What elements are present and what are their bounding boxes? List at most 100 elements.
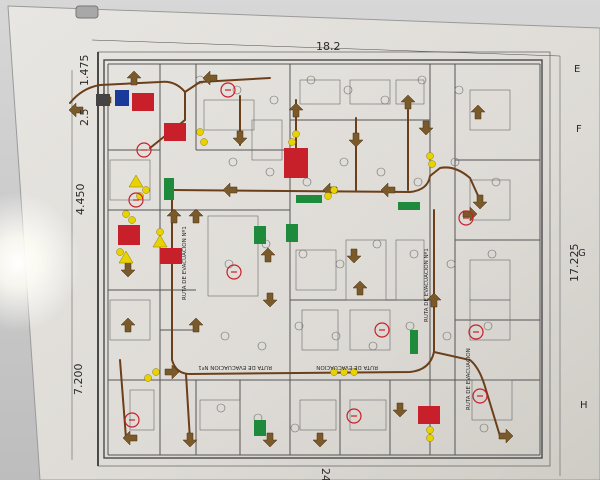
warning-marker-icon: [152, 368, 160, 376]
exit-signs: [164, 178, 420, 436]
safety-symbol-icon: [346, 408, 362, 424]
grid-letter-e: E: [574, 64, 580, 75]
warning-marker-icon: [340, 368, 348, 376]
evacuation-arrow-icon: [68, 102, 84, 118]
grid-letter-h: H: [580, 400, 588, 411]
evacuation-arrow-icon: [312, 432, 328, 448]
dimension-labels: 18.2 1.475 2.5 4.450 7.200 17.225 240: [72, 40, 581, 480]
extinguisher-icon: [160, 248, 182, 264]
chair-outline: [450, 157, 460, 167]
dim-top: 18.2: [316, 40, 341, 53]
chair-outline: [339, 157, 349, 167]
grid-letter-f: F: [576, 124, 582, 135]
dim-right: 17.225: [568, 244, 581, 283]
evacuation-arrow-icon: [346, 248, 362, 264]
safety-symbol-icon: [472, 388, 488, 404]
chair-outline: [483, 321, 493, 331]
exit-sign-icon: [410, 330, 418, 354]
warning-marker-icon: [330, 368, 338, 376]
warning-marker-icon: [136, 192, 144, 200]
warning-marker-icon: [426, 434, 434, 442]
extinguisher-icon: [284, 148, 308, 178]
plan-frame: [71, 39, 561, 476]
evacuation-arrow-icon: [232, 130, 248, 146]
desk-outline: [349, 399, 387, 431]
chair-outline: [224, 259, 234, 269]
desk-outline: [109, 159, 151, 201]
route-labels: RUTA DE EVACUACION Nº1 RUTA DE EVACUACIO…: [181, 226, 472, 410]
chair-outline: [454, 85, 464, 95]
exit-sign-icon: [254, 226, 266, 244]
desk-outline: [469, 179, 511, 221]
extinguisher-icon: [418, 406, 440, 424]
chair-outline: [294, 321, 304, 331]
evacuation-arrows: [68, 70, 514, 448]
furniture-detail: [109, 75, 513, 433]
interior-walls: [107, 63, 541, 456]
warning-marker-icon: [330, 186, 338, 194]
evacuation-arrow-icon: [126, 70, 142, 86]
warning-marker-icon: [122, 210, 130, 218]
safety-symbol-icon: [220, 82, 236, 98]
warning-marker-icon: [144, 374, 152, 382]
evacuation-arrow-icon: [288, 102, 304, 118]
chair-outline: [290, 423, 300, 433]
chair-outline: [446, 259, 456, 269]
exit-sign-icon: [398, 202, 420, 210]
warning-marker-icon: [350, 368, 358, 376]
chair-outline: [220, 331, 230, 341]
chair-outline: [376, 167, 386, 177]
blue-panel-icon: [115, 90, 129, 106]
desk-outline: [109, 299, 151, 341]
safety-symbols: [124, 82, 488, 428]
safety-symbol-icon: [128, 192, 144, 208]
evacuation-arrow-icon: [392, 402, 408, 418]
evacuation-arrow-icon: [418, 120, 434, 136]
route-label-right: RUTA DE EVACUACION: [466, 348, 472, 410]
evacuation-arrow-icon: [348, 132, 364, 148]
chair-outline: [269, 95, 279, 105]
evacuation-route: [69, 77, 501, 441]
evacuation-arrow-icon: [182, 432, 198, 448]
evacuation-arrow-icon: [164, 364, 180, 380]
evacuation-arrow-icon: [262, 292, 278, 308]
chair-outline: [487, 249, 497, 259]
evacuation-arrow-icon: [122, 430, 138, 446]
safety-symbol-icon: [374, 322, 390, 338]
desk-outline: [469, 299, 511, 341]
dim-left-3: 4.450: [74, 184, 87, 216]
evacuation-arrow-icon: [498, 428, 514, 444]
warning-marker-icon: [292, 130, 300, 138]
paper-sheet: [7, 5, 600, 480]
warning-marker-icon: [142, 186, 150, 194]
chair-outline: [372, 239, 382, 249]
warning-marker-icon: [156, 228, 164, 236]
desk-outline: [349, 79, 391, 105]
light-glare: [0, 192, 80, 332]
chair-outline: [409, 249, 419, 259]
chair-outline: [417, 75, 427, 85]
desk-outline: [299, 399, 337, 431]
evacuation-arrow-icon: [470, 104, 486, 120]
evacuation-arrow-icon: [352, 280, 368, 296]
warning-marker-icon: [324, 192, 332, 200]
dim-bottom: 240: [319, 468, 332, 480]
dim-left-2: 2.5: [78, 109, 91, 127]
desk-outline: [295, 249, 337, 291]
warning-marker-icon: [128, 216, 136, 224]
extinguisher-icon: [164, 123, 186, 141]
evacuation-arrow-icon: [380, 182, 396, 198]
desk-outline: [301, 309, 339, 351]
chair-outline: [331, 331, 341, 341]
warning-marker-icon: [116, 248, 124, 256]
warning-marker-icon: [196, 128, 204, 136]
safety-symbol-icon: [468, 324, 484, 340]
desk-outline: [207, 215, 259, 297]
extinguisher-icon: [132, 93, 154, 111]
desk-outline: [203, 99, 255, 131]
desk-outline: [199, 399, 241, 431]
warning-triangle-icon: [128, 174, 144, 188]
chair-outline: [491, 177, 501, 187]
chair-outline: [343, 85, 353, 95]
